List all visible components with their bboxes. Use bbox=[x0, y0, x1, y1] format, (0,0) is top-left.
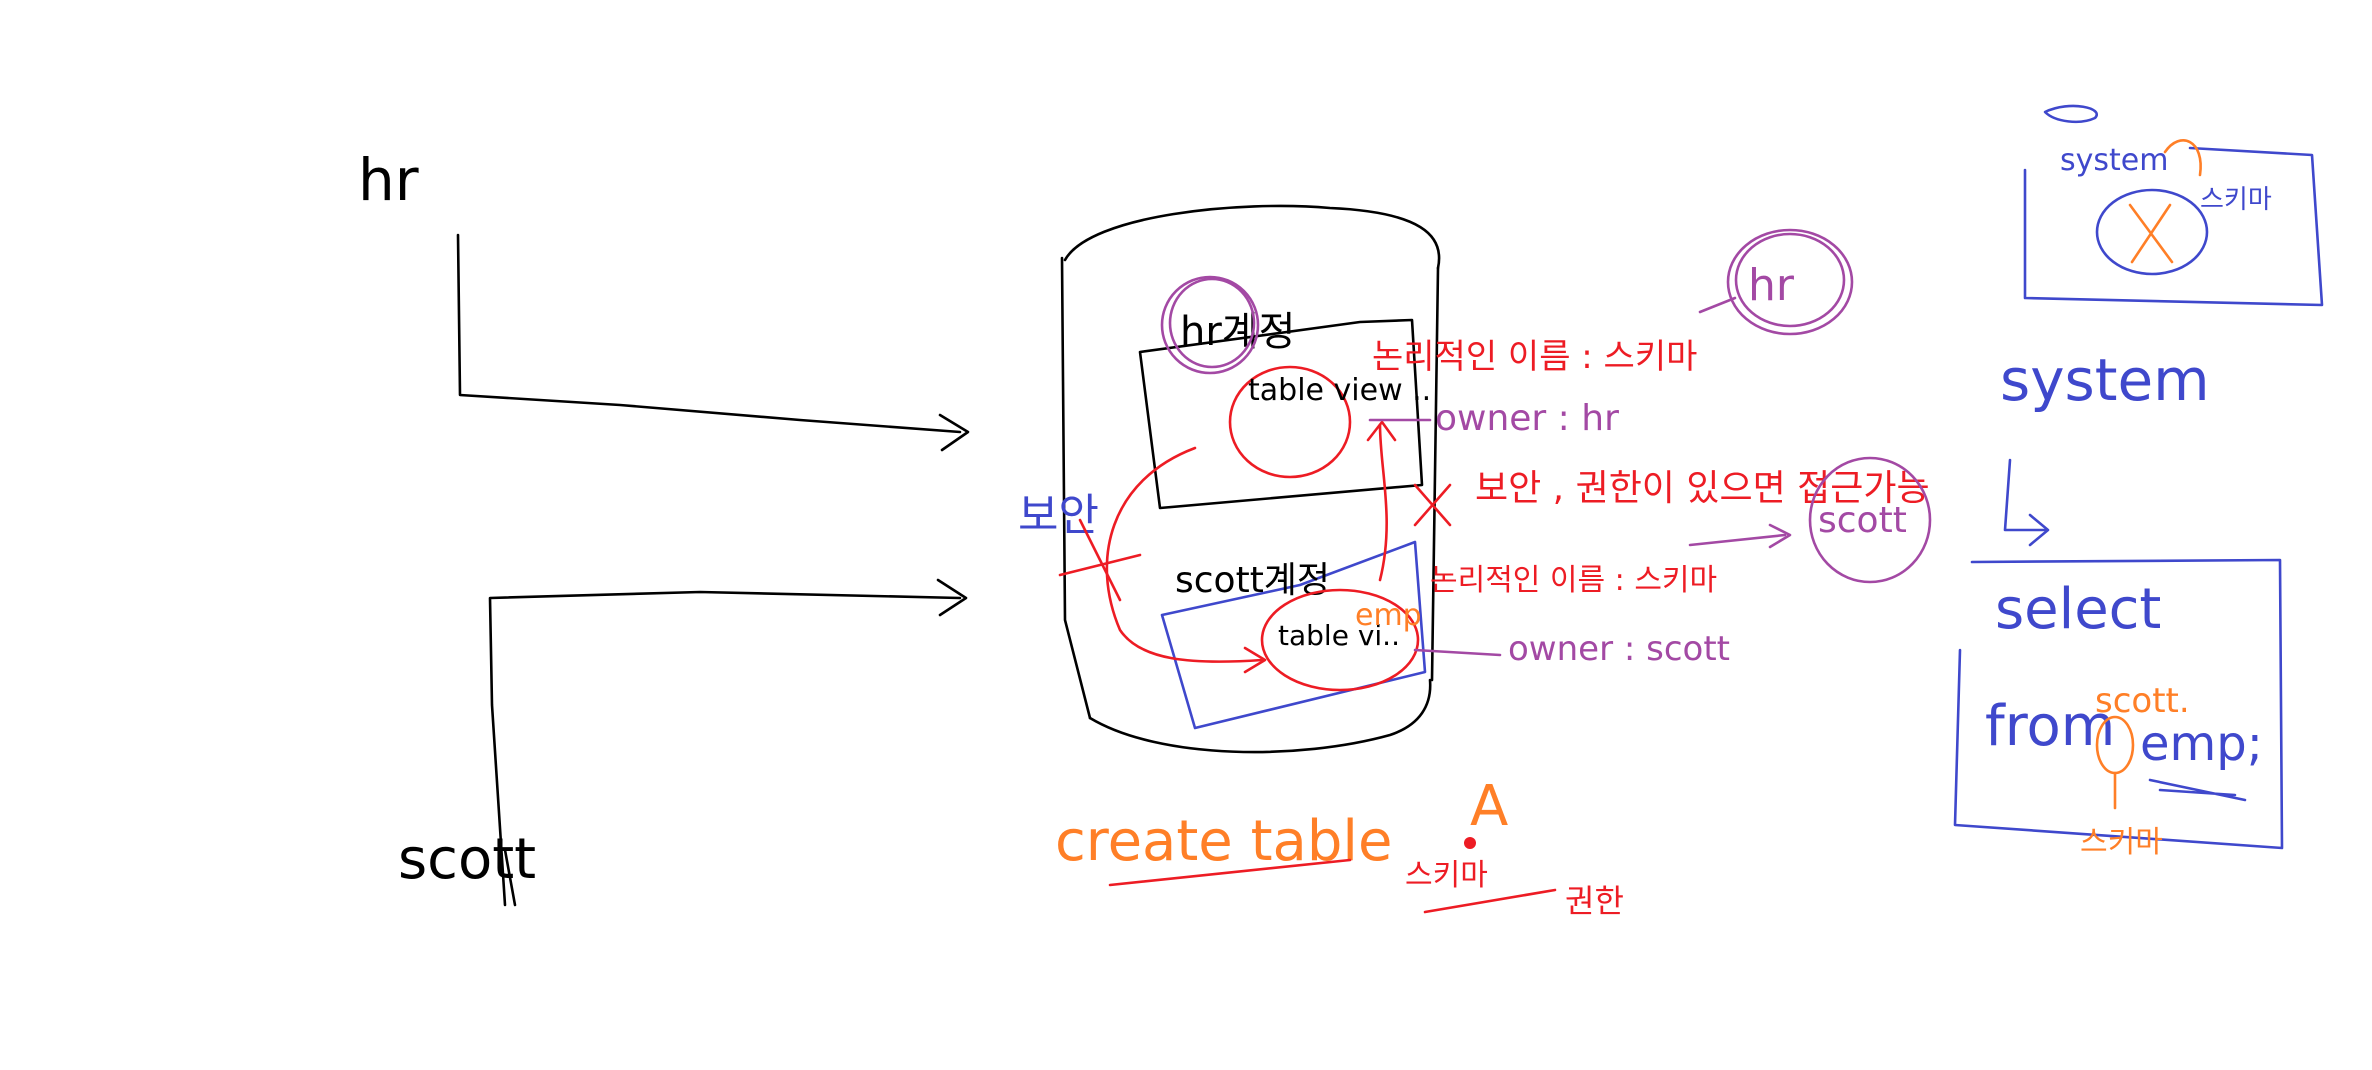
scott-connector-line bbox=[488, 590, 962, 907]
user-scott-group: scott bbox=[398, 578, 968, 907]
select-keyword: select bbox=[1995, 577, 2161, 642]
user-scott-label: scott bbox=[398, 827, 536, 892]
right-cross-stroke-2 bbox=[1413, 483, 1452, 527]
logical-name-note-2: 논리적인 이름 : 스키마 bbox=[1430, 563, 1717, 598]
scott-arrow-head bbox=[936, 578, 968, 617]
scott-schema-circle bbox=[1808, 456, 1932, 584]
logical-name-note-1: 논리적인 이름 : 스키마 bbox=[1372, 337, 1697, 377]
cylinder-notes: 논리적인 이름 : 스키마 hr owner : hr 보안 , 권한이 있으면… bbox=[1368, 228, 1932, 669]
system-top-label: system bbox=[2060, 143, 2168, 178]
scribble-mark bbox=[2043, 104, 2099, 124]
security-marks: 보안 bbox=[1018, 420, 1452, 674]
privilege-underline bbox=[1423, 888, 1557, 914]
hr-account-label: hr계정 bbox=[1180, 309, 1295, 355]
owner-scott-connector bbox=[1413, 648, 1502, 657]
scott-to-hr-arrow-head bbox=[1366, 420, 1397, 442]
orange-hook bbox=[2163, 139, 2202, 177]
right-panel-bottom: system select from scott. emp; 스키마 bbox=[1953, 346, 2284, 860]
emp-scribble bbox=[2148, 778, 2247, 802]
hr-connector-line bbox=[456, 233, 962, 434]
system-label: system bbox=[2000, 346, 2210, 414]
schema-label: 스키마 bbox=[1405, 858, 1488, 893]
scott-account-box: scott계정 table vi.. emp bbox=[1160, 540, 1427, 730]
scott-to-hr-red-line bbox=[1378, 423, 1388, 582]
right-panel-top: system 스키마 bbox=[2023, 104, 2324, 307]
owner-scott-note: owner : scott bbox=[1508, 629, 1730, 669]
logical-name-1-connector bbox=[1698, 296, 1737, 314]
inner-blue-circle bbox=[2095, 188, 2209, 276]
scott-box-outline bbox=[1160, 540, 1427, 730]
bottom-schema-label: 스키마 bbox=[2080, 825, 2163, 860]
from-keyword: from bbox=[1985, 694, 2115, 759]
security-red-curve bbox=[1105, 446, 1264, 663]
scott-tail-stroke bbox=[503, 848, 517, 907]
schema-dot bbox=[1464, 837, 1476, 849]
database-cylinder bbox=[1060, 204, 1441, 754]
hr-schema-circle bbox=[1726, 228, 1854, 336]
cylinder-right-side bbox=[1430, 266, 1440, 682]
inner-orange-cross bbox=[2128, 203, 2174, 264]
hr-objects-text: table view .. bbox=[1248, 373, 1431, 408]
system-arrow-line bbox=[2003, 458, 2047, 532]
top-schema-label: 스키마 bbox=[2200, 185, 2272, 215]
hr-box-outline bbox=[1138, 318, 1424, 510]
hr-schema-circle-2 bbox=[1734, 232, 1846, 328]
user-hr-group: hr bbox=[358, 146, 970, 452]
scott-schema-label: scott bbox=[1818, 500, 1907, 541]
system-top-box bbox=[2023, 146, 2324, 307]
system-arrow-head bbox=[2028, 513, 2050, 547]
scott-emp-label: emp bbox=[1355, 598, 1422, 633]
cylinder-left-side bbox=[1060, 256, 1092, 720]
logical-name-2-connector bbox=[1688, 533, 1787, 547]
security-cross-stroke-1 bbox=[1058, 553, 1142, 577]
hr-account-box: hr계정 table view .. bbox=[1138, 275, 1431, 510]
privilege-label: 권한 bbox=[1565, 882, 1624, 920]
scott-dot-label: scott. bbox=[2095, 681, 2190, 721]
hr-account-highlight-circle bbox=[1160, 275, 1260, 375]
hr-schema-label: hr bbox=[1748, 260, 1795, 311]
access-note: 보안 , 권한이 있으면 접근가능 bbox=[1475, 468, 1930, 509]
scott-objects-text: table vi.. bbox=[1278, 619, 1400, 652]
scott-objects-circle bbox=[1260, 588, 1420, 692]
create-table-label: create table bbox=[1055, 809, 1392, 874]
emp-keyword: emp; bbox=[2140, 716, 2263, 772]
owner-hr-note: owner : hr bbox=[1435, 398, 1619, 439]
logical-name-2-arrow-head bbox=[1768, 523, 1792, 549]
user-hr-label: hr bbox=[358, 146, 419, 214]
cylinder-top bbox=[1063, 204, 1441, 270]
cylinder-bottom bbox=[1088, 678, 1432, 754]
security-red-arrow-head bbox=[1243, 646, 1267, 674]
create-table-underline bbox=[1108, 858, 1352, 887]
hr-objects-circle bbox=[1228, 365, 1352, 479]
letter-a-label: A bbox=[1470, 774, 1508, 839]
hr-arrow-head bbox=[938, 413, 970, 452]
select-query-box bbox=[1953, 558, 2284, 850]
security-cross-stroke-2 bbox=[1078, 518, 1122, 602]
create-table-section: create table A 스키마 권한 bbox=[1055, 774, 1624, 920]
hr-account-highlight-circle-2 bbox=[1168, 277, 1256, 369]
